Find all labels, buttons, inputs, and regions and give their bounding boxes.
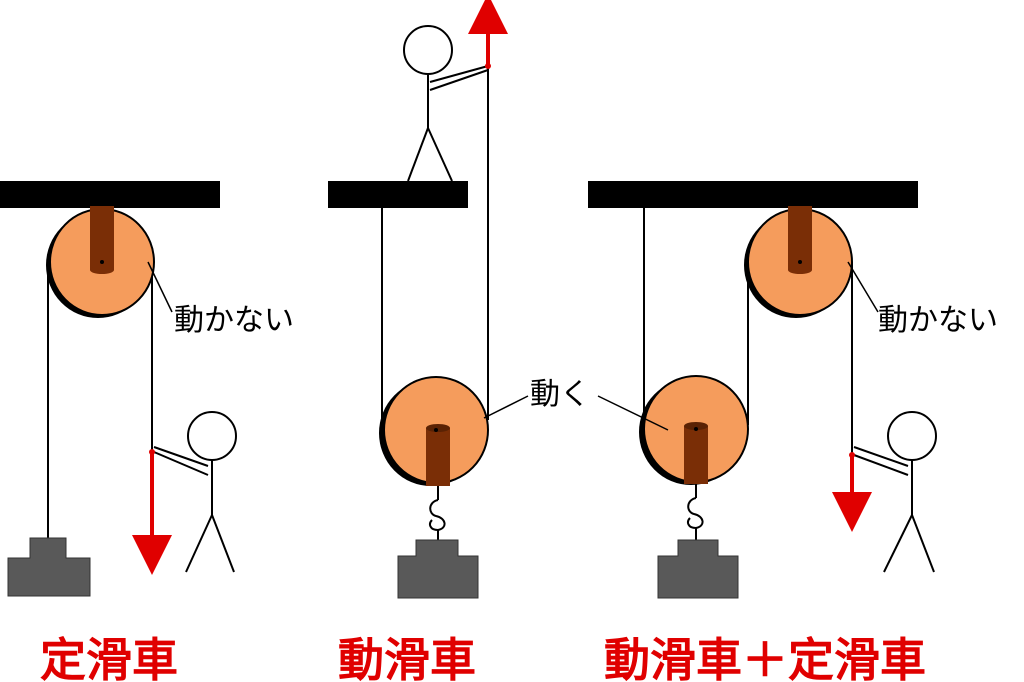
note-leader-movable [597, 395, 669, 431]
stick-figure [153, 411, 237, 573]
note-leader [847, 261, 879, 313]
note-combined: 動かない [878, 303, 998, 338]
hook-icon [429, 486, 446, 540]
note-fixed: 動かない [174, 303, 294, 338]
stick-figure [853, 411, 937, 573]
note-movable: 動く [530, 377, 590, 412]
stick-figure [403, 25, 489, 182]
ceiling-bar [328, 181, 468, 208]
pulley-wheel [46, 206, 155, 318]
axle [788, 206, 812, 270]
note-leader [147, 261, 173, 313]
axle [426, 428, 450, 486]
axle [684, 426, 708, 484]
title-movable: 動滑車 [338, 633, 476, 682]
weight-block [7, 537, 91, 597]
pulley-wheel-movable [639, 375, 749, 485]
note-leader [483, 395, 529, 419]
weight-block [657, 539, 739, 599]
pulley-wheel [379, 376, 489, 486]
title-fixed: 定滑車 [40, 633, 178, 682]
ceiling-bar [588, 181, 918, 208]
pulley-wheel-fixed [744, 206, 853, 318]
ceiling-bar [0, 181, 220, 208]
panel-fixed-pulley: 動かない 定滑車 [0, 181, 294, 682]
panel-movable-pulley: 動く 動滑車 [328, 0, 590, 682]
axle [90, 206, 114, 270]
title-combined: 動滑車＋定滑車 [604, 633, 926, 682]
panel-combined-pulley: 動かない 動滑車＋定滑車 [588, 181, 998, 682]
weight-block [397, 539, 479, 599]
hook-icon [687, 484, 704, 540]
